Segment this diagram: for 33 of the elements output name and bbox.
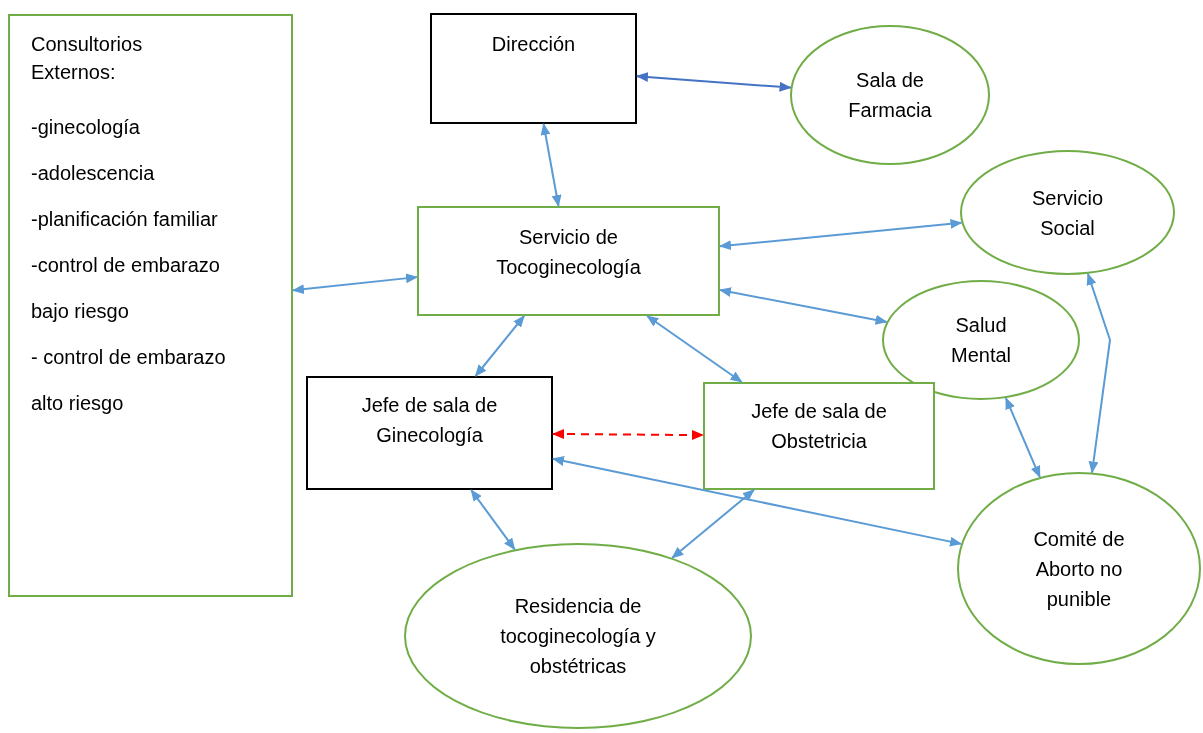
arrow bbox=[474, 315, 526, 377]
arrow bbox=[470, 489, 516, 551]
node-label: Dirección bbox=[491, 32, 576, 57]
arrow bbox=[552, 456, 963, 547]
arrow bbox=[719, 287, 888, 325]
process-box bbox=[430, 13, 637, 124]
arrow bbox=[636, 72, 792, 92]
arrow bbox=[1086, 272, 1112, 474]
list-heading: Consultorios Externos: bbox=[31, 32, 144, 85]
list-box bbox=[8, 14, 293, 597]
process-box bbox=[417, 206, 720, 316]
list-item: -ginecología bbox=[31, 115, 140, 140]
node-label: Comité de Aborto no punible bbox=[1032, 526, 1126, 612]
list-item: - control de embarazo alto riesgo bbox=[31, 345, 227, 416]
node-label: Jefe de sala de Ginecología bbox=[360, 393, 499, 448]
node-label: Sala de Farmacia bbox=[847, 68, 933, 123]
arrow bbox=[540, 123, 562, 207]
arrow bbox=[292, 273, 418, 295]
list-item: -adolescencia bbox=[31, 161, 155, 186]
list-item: -planificación familiar bbox=[31, 207, 218, 232]
node-label: Servicio Social bbox=[1030, 185, 1105, 241]
arrow bbox=[1004, 397, 1041, 479]
dashed-arrow bbox=[552, 429, 704, 440]
process-box bbox=[703, 382, 935, 490]
node-label: Servicio de Tocoginecología bbox=[495, 225, 642, 280]
arrow bbox=[646, 315, 743, 383]
node-label: Jefe de sala de Obstetricia bbox=[750, 399, 888, 454]
arrow bbox=[719, 218, 963, 251]
list-item: -control de embarazo bajo riesgo bbox=[31, 253, 221, 324]
process-box bbox=[306, 376, 553, 490]
node-label: Salud Mental bbox=[950, 313, 1012, 368]
arrow bbox=[671, 489, 755, 559]
node-label: Residencia de tocoginecología y obstétricas bbox=[499, 594, 657, 679]
